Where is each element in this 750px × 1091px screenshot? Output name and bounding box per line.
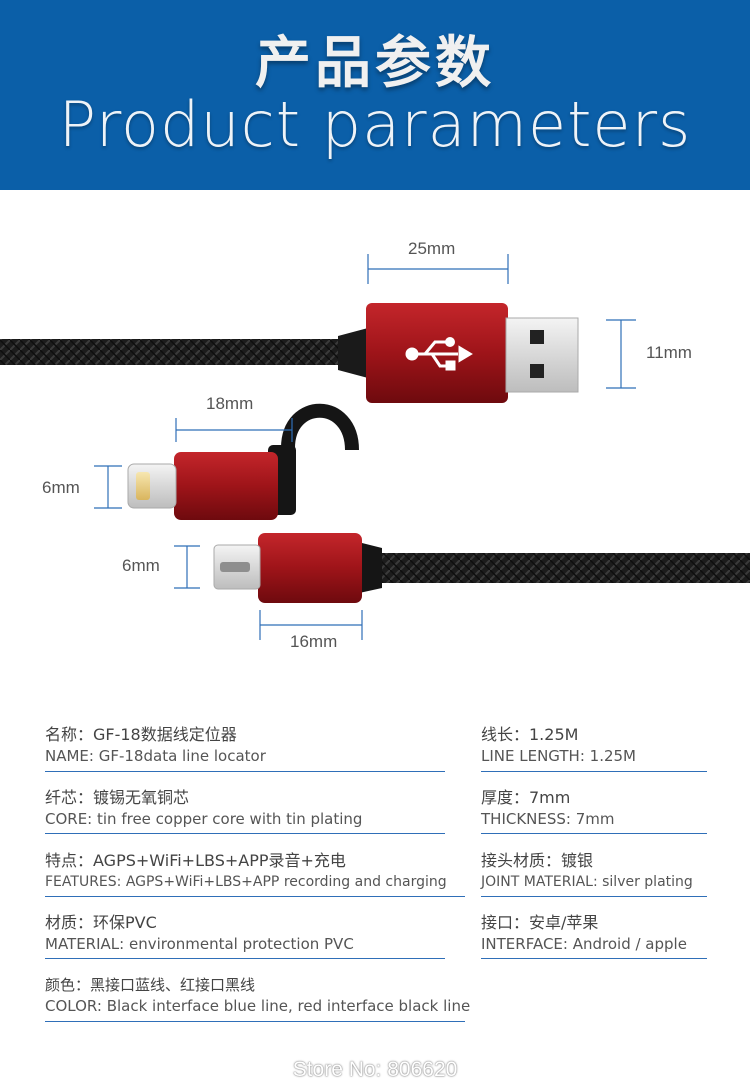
divider xyxy=(45,1021,465,1022)
usb-cable xyxy=(0,303,579,403)
spec-interface: 接口：安卓/苹果 INTERFACE: Android / apple xyxy=(481,913,687,953)
store-watermark: Store No: 806620 xyxy=(292,1058,458,1081)
divider xyxy=(45,771,445,772)
divider xyxy=(481,833,707,834)
page-title-cn: 产品参数 xyxy=(255,31,495,96)
usb-symbol-icon xyxy=(405,337,473,371)
page-title-en: Product parameters xyxy=(58,88,692,161)
spec-joint: 接头材质：镀银 JOINT MATERIAL: silver plating xyxy=(481,851,693,890)
spec-thickness: 厚度：7mm THICKNESS: 7mm xyxy=(481,788,615,828)
spec-material: 材质：环保PVC MATERIAL: environmental protect… xyxy=(45,913,354,953)
lightning-width-label: 18mm xyxy=(206,394,254,413)
lightning-connector xyxy=(127,403,359,520)
usb-width-label: 25mm xyxy=(408,239,456,258)
usb-plug xyxy=(505,317,579,393)
micro-connector-body xyxy=(258,533,362,603)
divider xyxy=(481,771,707,772)
cable-drawing xyxy=(0,254,750,640)
divider xyxy=(45,833,445,834)
spec-core: 纤芯：镀锡无氧铜芯 CORE: tin free copper core wit… xyxy=(45,788,363,828)
spec-color: 颜色：黑接口蓝线、红接口黑线 COLOR: Black interface bl… xyxy=(45,976,471,1015)
micro-width-label: 16mm xyxy=(290,632,338,651)
micro-cable xyxy=(213,533,750,603)
divider xyxy=(481,958,707,959)
micro-height-label: 6mm xyxy=(122,556,160,575)
spec-length: 线长：1.25M LINE LENGTH: 1.25M xyxy=(481,725,636,765)
spec-features: 特点：AGPS+WiFi+LBS+APP录音+充电 FEATURES: AGPS… xyxy=(45,851,447,890)
product-illustration: 25mm 11mm 18mm 6mm 6mm 16mm xyxy=(0,190,750,690)
divider xyxy=(45,958,445,959)
dimension-guides xyxy=(94,254,636,640)
lightning-plug xyxy=(127,463,177,509)
divider xyxy=(481,896,707,897)
lightning-height-label: 6mm xyxy=(42,478,80,497)
header-banner: 产品参数 Product parameters xyxy=(0,0,750,190)
divider xyxy=(45,896,465,897)
usb-height-label: 11mm xyxy=(646,343,692,362)
spec-name: 名称：GF-18数据线定位器 NAME: GF-18data line loca… xyxy=(45,725,266,765)
lightning-connector-body xyxy=(174,452,278,520)
